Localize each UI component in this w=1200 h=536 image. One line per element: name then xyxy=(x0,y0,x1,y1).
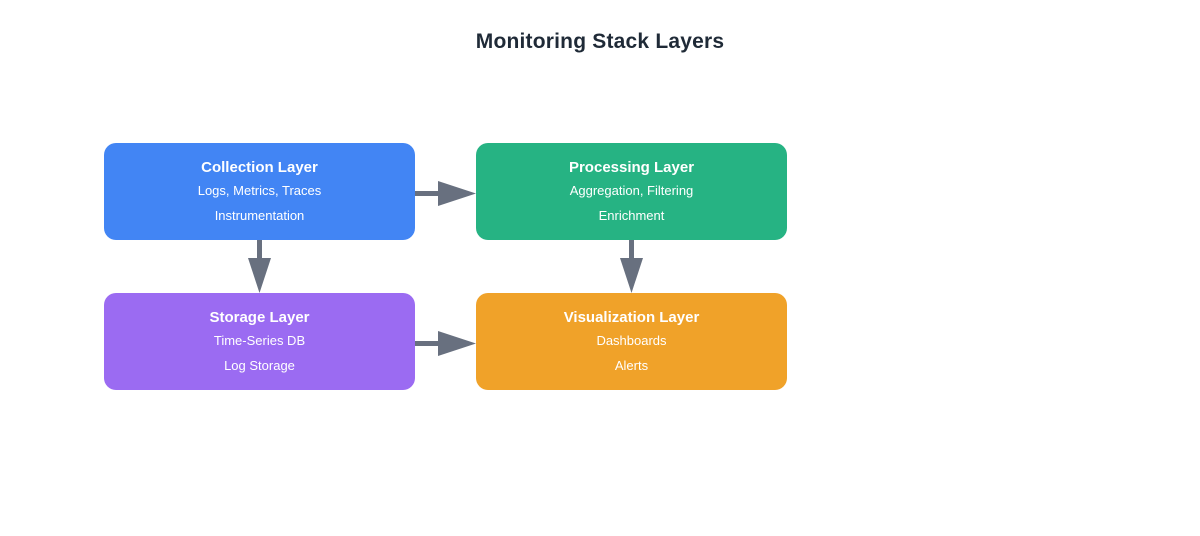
arrow-storage-to-visualization-icon xyxy=(415,331,476,356)
node-processing-title: Processing Layer xyxy=(568,159,695,176)
node-storage-line2: Log Storage xyxy=(224,358,295,373)
node-processing-line1: Aggregation, Filtering xyxy=(569,183,694,198)
node-collection-title: Collection Layer xyxy=(201,159,318,176)
page-title: Monitoring Stack Layers xyxy=(475,30,725,53)
node-collection-layer[interactable]: Collection Layer Logs, Metrics, Traces I… xyxy=(104,143,415,240)
node-processing-line2: Enrichment xyxy=(598,208,665,223)
node-processing-layer[interactable]: Processing Layer Aggregation, Filtering … xyxy=(476,143,787,240)
arrow-processing-to-visualization-icon xyxy=(620,240,643,293)
arrow-collection-to-processing-icon xyxy=(415,181,476,206)
node-storage-title: Storage Layer xyxy=(209,309,310,326)
node-collection-line1: Logs, Metrics, Traces xyxy=(197,183,322,198)
node-visualization-layer[interactable]: Visualization Layer Dashboards Alerts xyxy=(476,293,787,390)
node-visualization-title: Visualization Layer xyxy=(563,309,700,326)
node-storage-layer[interactable]: Storage Layer Time-Series DB Log Storage xyxy=(104,293,415,390)
node-visualization-line2: Alerts xyxy=(614,358,649,373)
arrow-collection-to-storage-icon xyxy=(248,240,271,293)
node-collection-line2: Instrumentation xyxy=(214,208,305,223)
node-storage-line1: Time-Series DB xyxy=(213,333,306,348)
node-visualization-line1: Dashboards xyxy=(596,333,667,348)
